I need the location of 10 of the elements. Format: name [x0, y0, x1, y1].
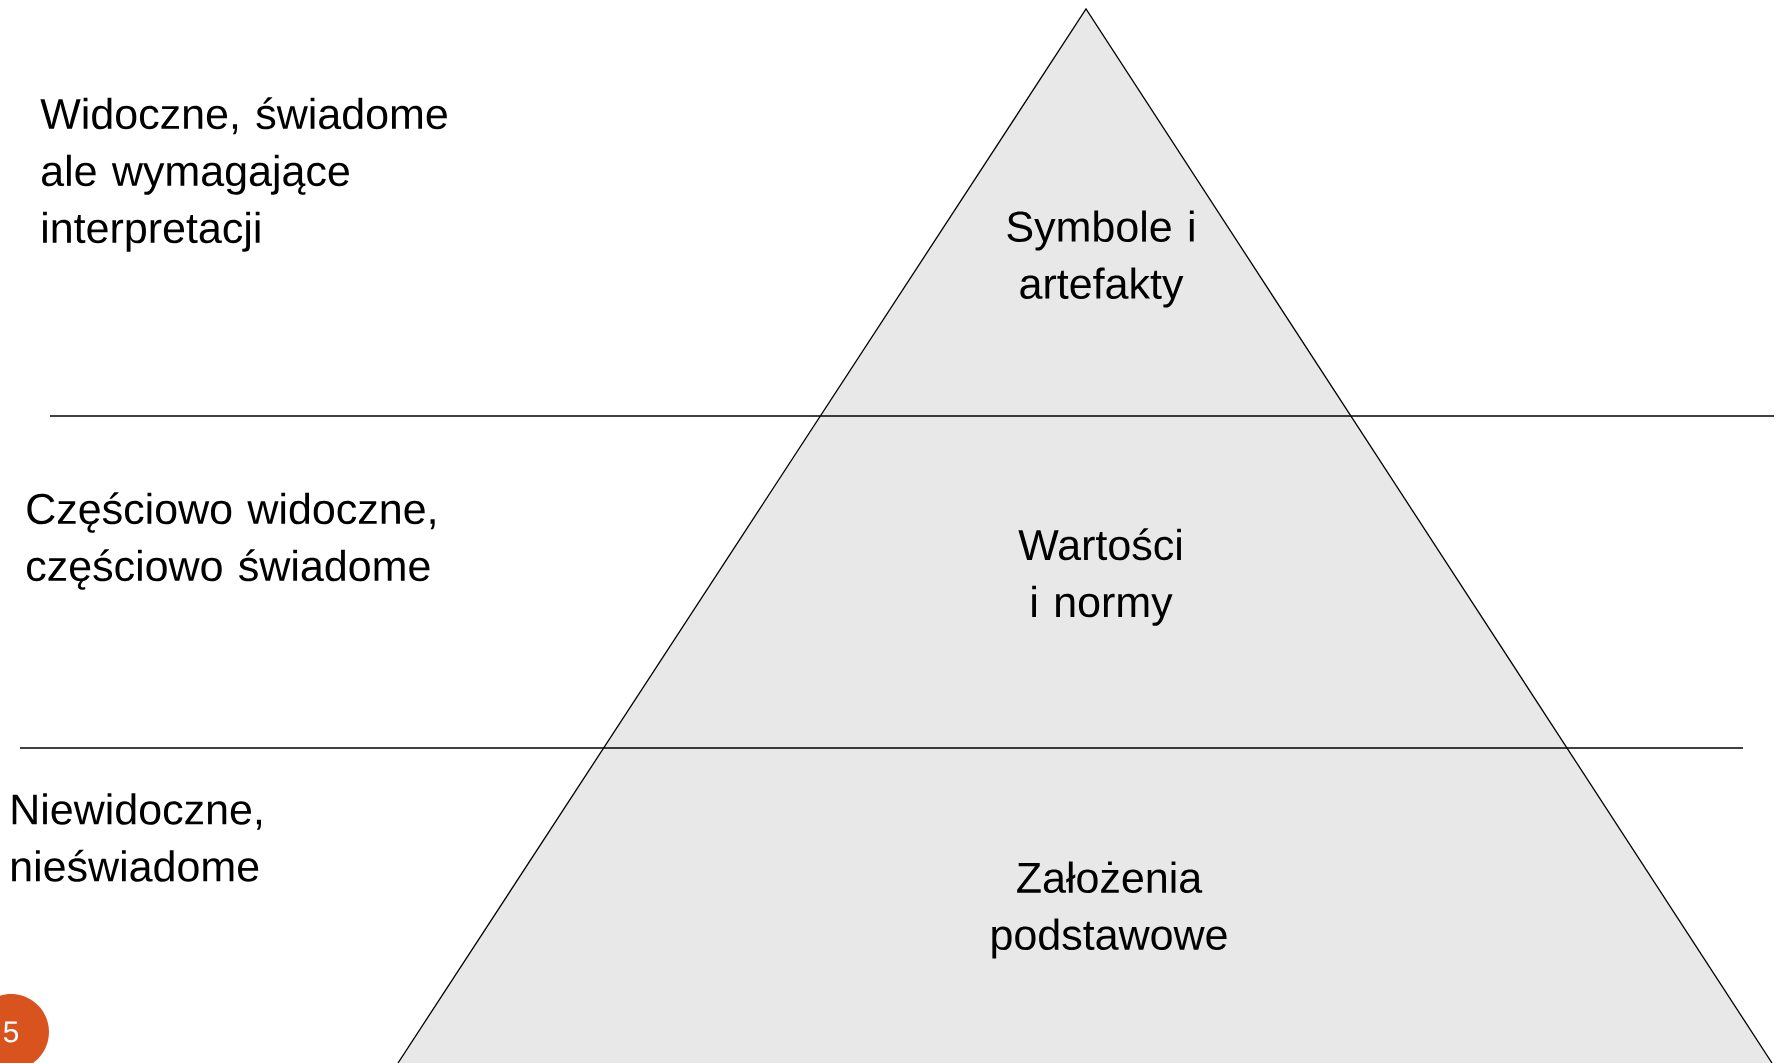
level-description: Częściowo widoczne, częściowo świadome: [27, 492, 435, 590]
node-label: Założenia podstawowe: [992, 861, 1227, 959]
page-number-badge: 5: [0, 994, 49, 1063]
level-description: Niewidoczne, nieświadome: [12, 793, 261, 882]
pyramid-level: Wartości i normy: [603, 416, 1567, 748]
node-label: Symbole i artefakty: [1007, 210, 1194, 308]
level-description: Widoczne, świadome ale wymagające interpretacji: [40, 97, 447, 252]
node-label: Wartości i normy: [1018, 528, 1181, 626]
pyramid-level: Symbole i artefakty: [820, 9, 1351, 416]
pyramid-level: Założenia podstawowe: [398, 748, 1772, 1063]
